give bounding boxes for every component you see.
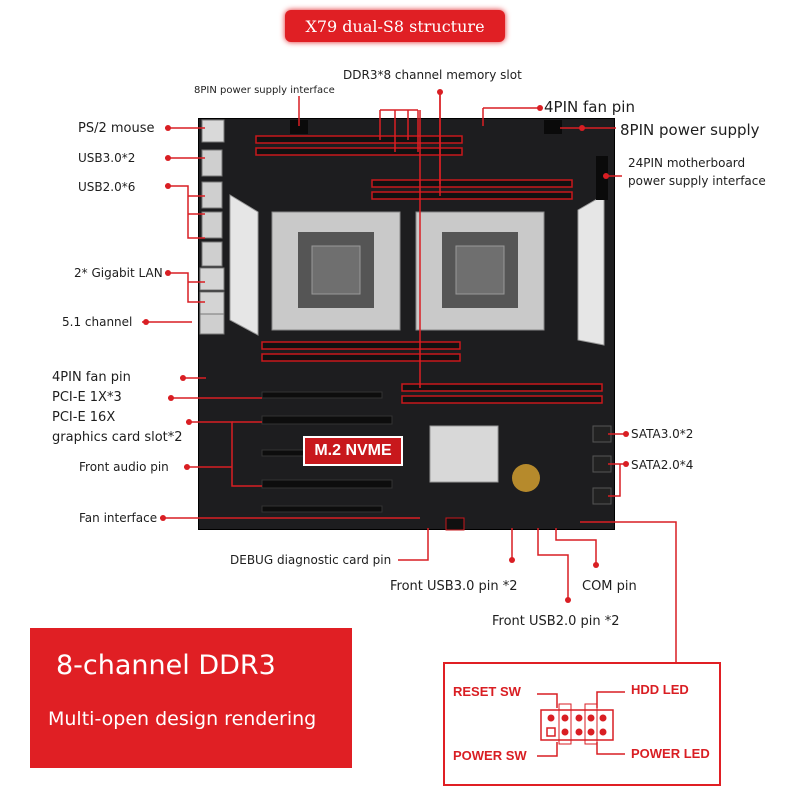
- label-24pin-line2: power supply interface: [628, 174, 766, 188]
- promo-panel: 8-channel DDR3 Multi-open design renderi…: [30, 628, 352, 768]
- label-ddr3-slots: DDR3*8 channel memory slot: [343, 68, 522, 82]
- label-sata3: SATA3.0*2: [631, 427, 694, 441]
- label-front-usb2: Front USB2.0 pin *2: [492, 614, 620, 629]
- label-debug-pin: DEBUG diagnostic card pin: [230, 553, 392, 567]
- label-fan-interface: Fan interface: [79, 511, 158, 525]
- label-usb2: USB2.0*6: [78, 180, 136, 194]
- pin-reset-sw: RESET SW: [453, 684, 521, 699]
- label-ps2-mouse: PS/2 mouse: [78, 121, 155, 136]
- leader-dots: [143, 89, 629, 603]
- pin-header-diagram: [537, 691, 625, 757]
- chipset-heatsink: [429, 425, 540, 492]
- label-sata2: SATA2.0*4: [631, 458, 694, 472]
- label-front-usb3: Front USB3.0 pin *2: [390, 579, 518, 594]
- label-front-audio: Front audio pin: [79, 460, 169, 474]
- label-graphics-slot: graphics card slot*2: [52, 430, 183, 445]
- pin-hdd-led: HDD LED: [631, 682, 689, 697]
- pin-power-led: POWER LED: [631, 746, 710, 761]
- label-pcie-16x: PCI-E 16X: [52, 410, 116, 425]
- rear-io-ports: [199, 119, 225, 335]
- label-8pin-right: 8PIN power supply: [620, 121, 760, 139]
- vrm-heatsinks: [229, 194, 605, 346]
- label-8pin-top: 8PIN power supply interface: [194, 85, 335, 96]
- label-usb3: USB3.0*2: [78, 151, 136, 165]
- label-gigabit-lan: 2* Gigabit LAN: [74, 266, 163, 280]
- board-connectors: [290, 120, 612, 531]
- front-panel-pinout: RESET SW HDD LED POWER SW POWER LED: [443, 662, 721, 786]
- promo-subtitle: Multi-open design rendering: [48, 708, 317, 730]
- pin-power-sw: POWER SW: [453, 748, 527, 763]
- promo-title: 8-channel DDR3: [56, 650, 276, 681]
- label-com-pin: COM pin: [582, 579, 637, 594]
- title-text: X79 dual-S8 structure: [305, 16, 485, 36]
- cpu-sockets: [271, 211, 545, 331]
- m2-nvme-badge: M.2 NVME: [303, 436, 403, 466]
- m2-nvme-label: M.2 NVME: [314, 442, 392, 459]
- title-banner: X79 dual-S8 structure: [285, 10, 505, 42]
- label-5-1-channel: 5.1 channel: [62, 315, 133, 329]
- leader-lines: [142, 92, 677, 662]
- label-4pin-fan-left: 4PIN fan pin: [52, 370, 131, 385]
- label-pcie-1x: PCI-E 1X*3: [52, 390, 122, 405]
- label-4pin-fan-right: 4PIN fan pin: [544, 98, 635, 116]
- memory-slots: [255, 135, 603, 404]
- label-24pin-line1: 24PIN motherboard: [628, 156, 746, 170]
